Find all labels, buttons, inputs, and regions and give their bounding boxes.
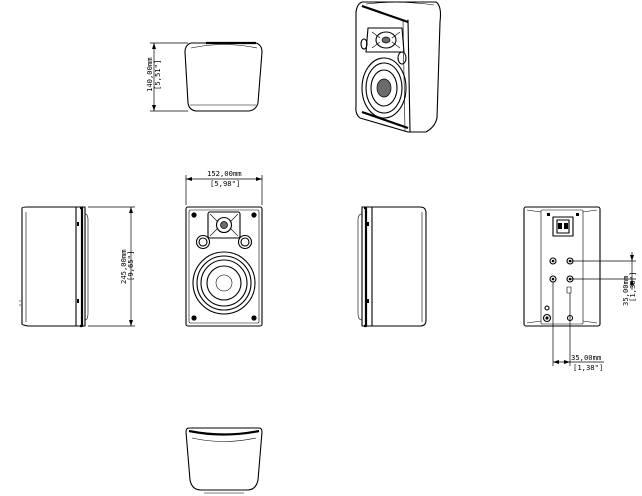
rear-view	[524, 207, 600, 326]
dimension-height-top-metric: 140,00mm	[145, 57, 154, 92]
dimension-bracket-vertical: 35,00mm [1,38"]	[570, 252, 637, 306]
dimension-height-side-imperial: [9,65"]	[126, 251, 135, 281]
isometric-view	[356, 2, 441, 132]
right-side-view	[358, 207, 426, 326]
dimension-bracket-horizontal: 35,00mm [1,38"]	[553, 282, 604, 372]
left-side-view	[19, 207, 88, 326]
dimension-bracket-horizontal-metric: 35,00mm	[571, 353, 601, 362]
dimension-height-top: 140,00mm [5,51"]	[145, 43, 188, 111]
dimension-width-front-metric: 152,00mm	[207, 169, 242, 178]
dimension-width-front-imperial: [5,98"]	[210, 179, 240, 188]
dimension-bracket-vertical-imperial: [1,38"]	[628, 272, 637, 302]
dimension-bracket-vertical-metric: 35,00mm	[621, 276, 630, 306]
dimension-height-top-imperial: [5,51"]	[153, 60, 162, 90]
dimension-height-side: 245,00mm [9,65"]	[88, 207, 135, 326]
front-view	[186, 207, 262, 326]
bottom-view	[186, 428, 262, 493]
top-view	[185, 43, 262, 111]
dimension-bracket-horizontal-imperial: [1,38"]	[573, 363, 603, 372]
dimension-width-front: 152,00mm [5,98"]	[186, 169, 262, 205]
dimension-height-side-metric: 245,00mm	[119, 249, 128, 284]
